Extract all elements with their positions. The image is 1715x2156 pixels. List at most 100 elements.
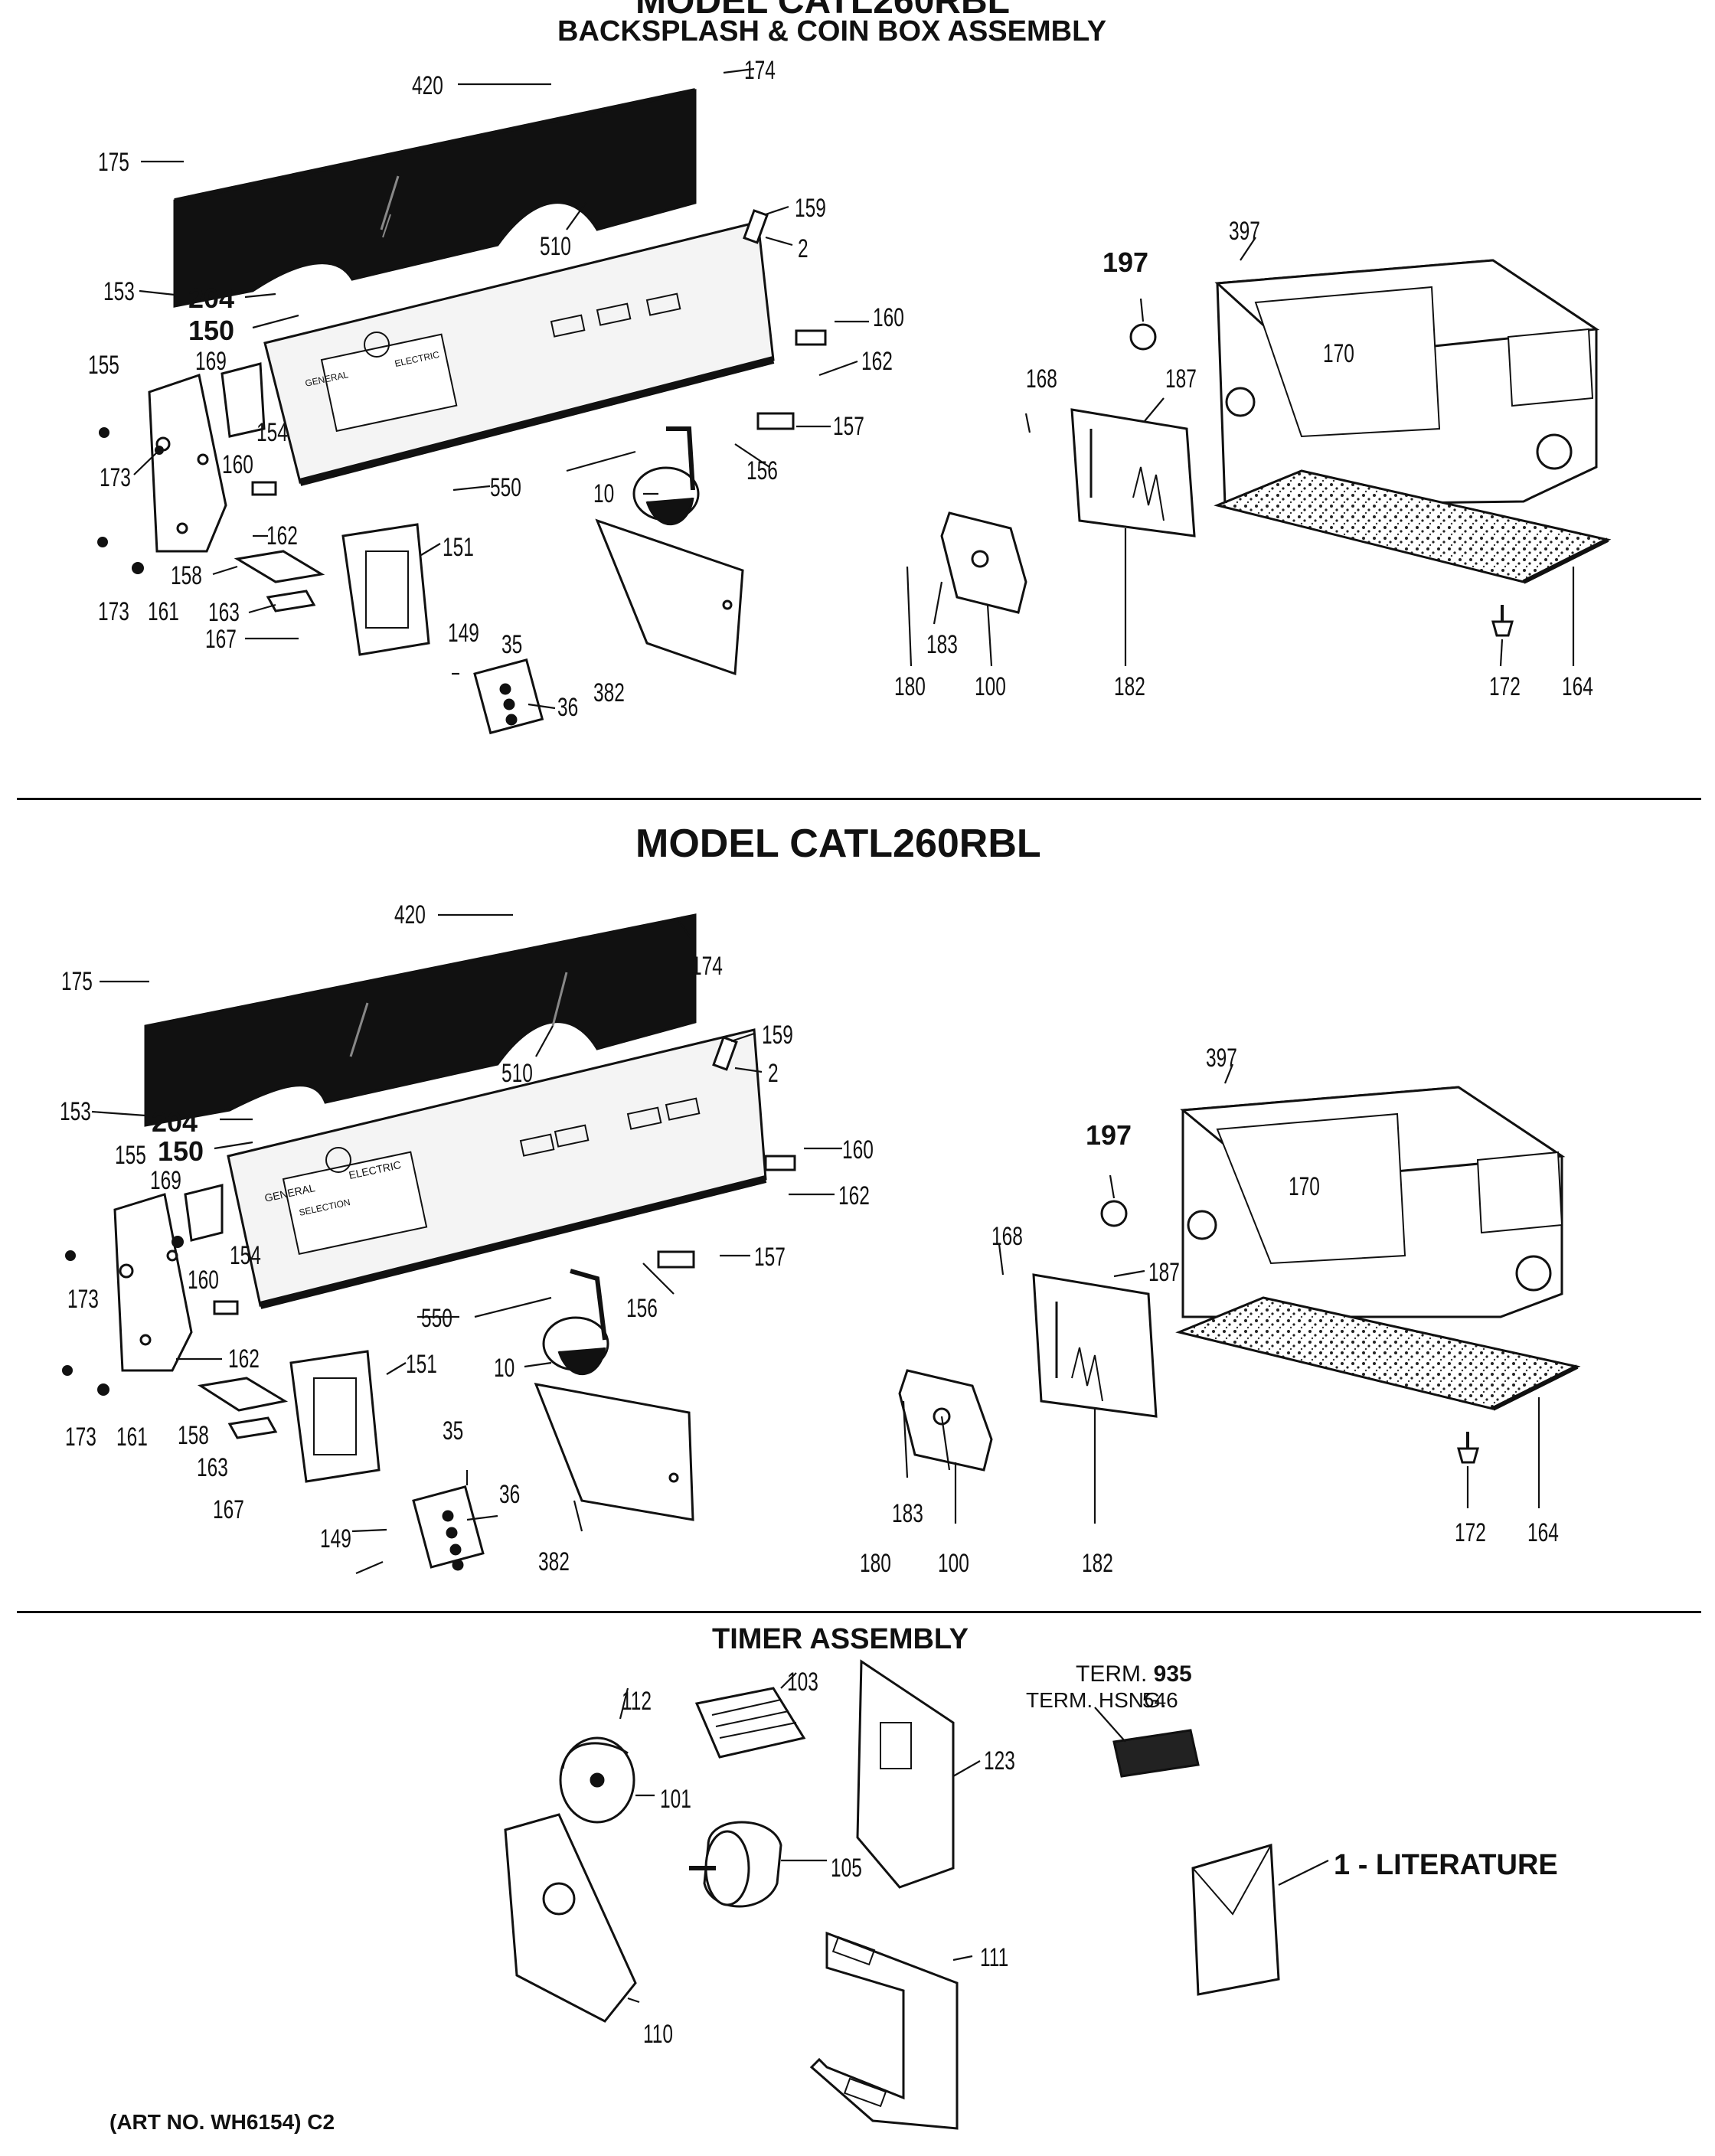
timer-module	[940, 511, 1027, 614]
term-housing-label: TERM. HSNG.	[1026, 1688, 1167, 1712]
callout-159: 159	[795, 194, 826, 223]
callout-174: 174	[744, 56, 776, 85]
callout-173b-m: 173	[65, 1423, 96, 1452]
callout-157-m: 157	[754, 1243, 786, 1272]
backsplash-glass-2	[144, 913, 697, 1127]
callout-510: 510	[540, 232, 571, 261]
callout-172-m: 172	[1455, 1518, 1486, 1547]
callout-173-m: 173	[67, 1285, 99, 1314]
callout-155: 155	[88, 351, 119, 380]
callout-161: 161	[148, 597, 179, 626]
literature-label: 1 - LITERATURE	[1334, 1849, 1558, 1881]
callout-169-m: 169	[150, 1166, 181, 1195]
callout-204: 204	[188, 283, 235, 314]
assembly-subtitle: BACKSPLASH & COIN BOX ASSEMBLY	[557, 15, 1107, 47]
model-title-top: MODEL CATL260RBL	[635, 0, 1010, 21]
callout-154-m: 154	[230, 1241, 261, 1270]
callout-174-m: 174	[691, 952, 723, 981]
top-assembly	[97, 88, 1612, 735]
callout-167: 167	[205, 625, 237, 654]
term-number: 935	[1153, 1661, 1192, 1687]
callout-420: 420	[412, 71, 443, 100]
callout-163: 163	[208, 598, 240, 627]
callout-111: 111	[980, 1943, 1009, 1972]
backsplash-glass	[173, 89, 697, 308]
callout-36: 36	[557, 693, 579, 722]
callout-397-m: 397	[1206, 1044, 1237, 1073]
timer-base-plate	[504, 1813, 637, 2023]
timer-module-2	[898, 1369, 993, 1472]
callout-123: 123	[984, 1746, 1015, 1775]
callout-175: 175	[98, 148, 129, 177]
callout-197-m: 197	[1086, 1119, 1132, 1151]
callout-162b: 162	[266, 521, 298, 550]
callout-103: 103	[787, 1668, 818, 1697]
callout-160b: 160	[222, 450, 253, 479]
literature-envelope	[1191, 1844, 1280, 1996]
end-bracket-left-2	[113, 1193, 193, 1372]
divider-top	[17, 798, 1701, 800]
callout-155-m: 155	[115, 1141, 146, 1170]
callout-382: 382	[593, 678, 625, 707]
callout-160b-m: 160	[188, 1266, 219, 1295]
term-prefix: TERM.	[1076, 1661, 1148, 1687]
callout-164-m: 164	[1527, 1518, 1559, 1547]
callout-163-m: 163	[197, 1453, 228, 1482]
callout-180-m: 180	[860, 1549, 891, 1578]
timer-assembly	[504, 1659, 1280, 2130]
callout-183-m: 183	[892, 1499, 923, 1528]
callout-159-m: 159	[762, 1021, 793, 1050]
callout-100-m: 100	[938, 1549, 969, 1578]
callout-151: 151	[443, 533, 474, 562]
term-housing-number: 546	[1142, 1688, 1178, 1712]
callout-158-m: 158	[178, 1421, 209, 1450]
circuit-board-2	[1032, 1273, 1158, 1418]
callout-197: 197	[1102, 247, 1149, 278]
callout-160: 160	[873, 303, 904, 332]
callout-183: 183	[926, 630, 958, 659]
timer-bracket	[856, 1659, 955, 1889]
callout-168: 168	[1026, 364, 1057, 394]
circuit-board	[1070, 408, 1196, 537]
callout-36-m: 36	[499, 1480, 521, 1509]
callout-153: 153	[103, 277, 135, 306]
term-label: TERM. 935	[1076, 1661, 1192, 1687]
callout-162-m: 162	[838, 1181, 870, 1210]
callout-101: 101	[660, 1785, 691, 1814]
callout-154: 154	[256, 418, 288, 447]
callout-204-m: 204	[152, 1106, 198, 1138]
timer-cover	[809, 1931, 959, 2130]
callout-10: 10	[593, 479, 615, 508]
callout-182-m: 182	[1082, 1549, 1113, 1578]
cover-plate-2	[534, 1383, 694, 1521]
callout-397: 397	[1229, 217, 1260, 246]
end-bracket-left	[148, 374, 227, 553]
terminal-block-2	[412, 1485, 485, 1569]
callout-161-m: 161	[116, 1423, 148, 1452]
callout-170: 170	[1323, 339, 1354, 368]
callout-182: 182	[1114, 672, 1145, 701]
model-title-middle: MODEL CATL260RBL	[635, 822, 1041, 866]
callout-169: 169	[195, 347, 227, 376]
callout-10-m: 10	[494, 1354, 515, 1383]
callout-158: 158	[171, 561, 202, 590]
callout-173b: 173	[98, 597, 129, 626]
contact-housing	[694, 1687, 806, 1759]
art-number: (ART NO. WH6154) C2	[109, 2110, 335, 2134]
callout-170-m: 170	[1289, 1172, 1320, 1201]
callout-156: 156	[746, 456, 778, 485]
terminal-block	[473, 658, 544, 735]
callout-156-m: 156	[626, 1294, 658, 1323]
callout-510-m: 510	[501, 1059, 533, 1088]
callout-105: 105	[831, 1854, 862, 1883]
callout-187-m: 187	[1148, 1258, 1180, 1287]
knob-2	[1100, 1200, 1128, 1227]
callout-164: 164	[1562, 672, 1593, 701]
callout-110: 110	[643, 2020, 674, 2049]
callout-168-m: 168	[991, 1222, 1023, 1251]
callout-2-m: 2	[768, 1059, 779, 1088]
callout-175-m: 175	[61, 967, 93, 996]
callout-172: 172	[1489, 672, 1521, 701]
callout-150-m: 150	[158, 1135, 204, 1167]
